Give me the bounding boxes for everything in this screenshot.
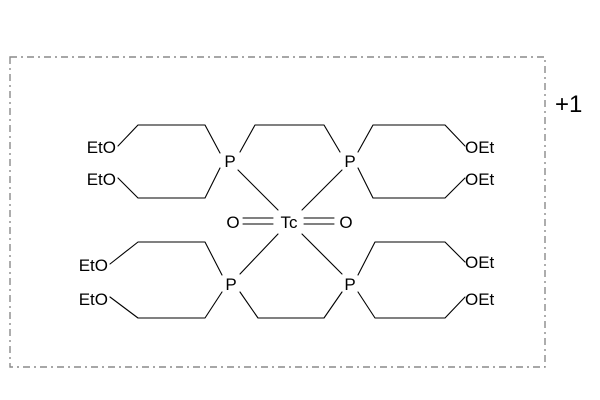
group-eto-lower-left-2: EtO [79,290,108,309]
group-eto-upper-left-2: EtO [87,170,116,189]
bond-p-tc-upper-right [301,169,343,211]
bond-p-tc-lower-left [239,233,279,275]
bond-lines [109,124,466,319]
bond-arm-upper-left-top [117,124,221,154]
bond-bridge-lower [239,291,343,319]
atom-tc-center: Tc [281,213,299,232]
group-eto-lower-left-1: EtO [79,256,108,275]
group-oet-lower-right-1: OEt [465,253,495,272]
atom-p-upper-right: P [344,152,355,171]
group-oet-upper-right-1: OEt [465,138,495,157]
group-oet-lower-right-2: OEt [465,290,495,309]
bond-arm-lower-right-bottom [357,291,466,319]
bond-arm-lower-right-top [357,241,466,276]
atom-o-right: O [339,213,352,232]
group-eto-upper-left-1: EtO [87,138,116,157]
charge-label: +1 [555,91,582,118]
bond-p-tc-lower-right [301,233,343,275]
bond-arm-lower-left-top [109,241,223,276]
bond-arm-upper-right-top [357,124,466,153]
complex-bracket-frame [9,56,546,368]
atom-p-upper-left: P [224,152,235,171]
bond-arm-lower-left-bottom [109,291,223,319]
bond-p-tc-upper-left [237,169,279,211]
group-oet-upper-right-2: OEt [465,170,495,189]
atom-o-left: O [226,213,239,232]
atom-labels: P P P P Tc O O EtO EtO EtO EtO OEt OEt O… [79,138,495,309]
bond-bridge-upper [239,124,341,153]
atom-p-lower-right: P [344,275,355,294]
atom-p-lower-left: P [225,275,236,294]
bond-arm-upper-right-bottom [357,167,466,199]
bond-arm-upper-left-bottom [117,167,221,199]
